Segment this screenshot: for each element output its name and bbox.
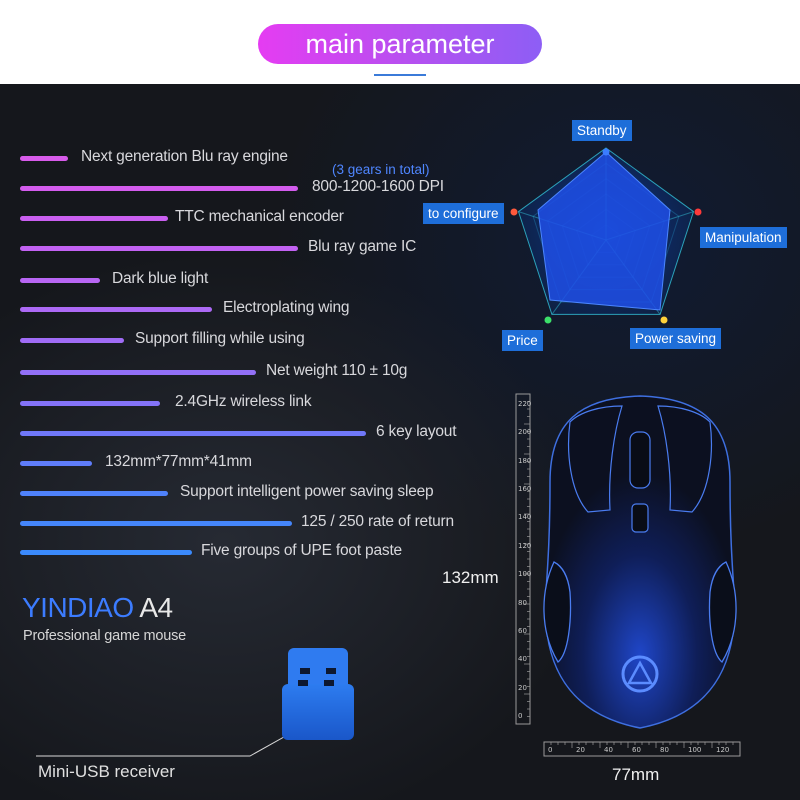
feature-bar	[20, 307, 212, 312]
radar-label-configure: to configure	[423, 203, 504, 224]
feature-bar	[20, 401, 160, 406]
ruler-tick-label: 200	[518, 428, 532, 437]
logo-triangle	[626, 660, 654, 685]
feature-bar	[20, 491, 168, 496]
feature-bar	[20, 521, 292, 526]
feature-label: Support intelligent power saving sleep	[180, 483, 434, 500]
receiver-label: Mini-USB receiver	[38, 762, 175, 781]
radar-dot-top	[602, 148, 610, 156]
feature-bar	[20, 431, 366, 436]
feature-label: Five groups of UPE foot paste	[201, 542, 402, 559]
mouse-right-wing	[708, 561, 737, 663]
feature-label: 800-1200-1600 DPI	[312, 178, 444, 195]
feature-bar	[20, 156, 68, 161]
feature-bar	[20, 246, 298, 251]
radar-fill	[537, 151, 671, 311]
ruler-tick-label: 160	[518, 485, 532, 494]
radar-label-price: Price	[502, 330, 543, 351]
mouse-left-wing	[543, 561, 572, 663]
radar-label-standby: Standby	[572, 120, 632, 141]
logo-ring	[621, 655, 659, 693]
feature-label: 2.4GHz wireless link	[175, 393, 312, 410]
radar-dot-left	[510, 208, 518, 216]
title-underline	[374, 74, 426, 76]
ruler-tick-label: 0	[518, 712, 523, 720]
brand-subtitle: Professional game mouse	[23, 628, 187, 644]
brand-model: A4	[139, 592, 173, 623]
feature-label: TTC mechanical encoder	[175, 208, 344, 225]
feature-bar	[20, 338, 124, 343]
feature-label: Electroplating wing	[223, 299, 350, 316]
feature-bar	[20, 461, 92, 466]
ruler-tick-label: 140	[518, 513, 532, 522]
ruler-tick-label: 40	[518, 655, 527, 664]
usb-receiver-icon	[282, 648, 354, 740]
mouse-illustration	[515, 393, 741, 757]
feature-bar	[20, 216, 168, 221]
feature-label: 6 key layout	[376, 423, 457, 440]
ruler-tick-label: 80	[660, 746, 669, 754]
mouse-body	[544, 395, 736, 729]
radar-chart	[510, 147, 702, 324]
feature-label: 132mm*77mm*41mm	[105, 453, 252, 470]
ruler-tick-label: 60	[632, 746, 641, 754]
ruler-tick-label: 100	[518, 570, 532, 579]
feature-bar	[20, 278, 100, 283]
ruler-tick-label: 40	[604, 746, 613, 754]
feature-label: Dark blue light	[112, 270, 209, 287]
feature-label: 125 / 250 rate of return	[301, 513, 454, 530]
radar-label-manipulation: Manipulation	[700, 227, 787, 248]
feature-label: Net weight 110 ± 10g	[266, 362, 408, 379]
brand-title: YINDIAO A4	[22, 592, 173, 624]
ruler-tick-label: 180	[518, 456, 532, 465]
feature-label: Next generation Blu ray engine	[81, 148, 288, 165]
width-dimension: 77mm	[612, 765, 660, 784]
dpi-button	[631, 503, 649, 533]
radar-dot-right	[694, 208, 702, 216]
feature-bar	[20, 370, 256, 375]
feature-bar	[20, 550, 192, 555]
radar-label-power-saving: Power saving	[630, 328, 722, 349]
scroll-wheel	[629, 431, 651, 489]
dpi-gears-note: (3 gears in total)	[332, 162, 430, 177]
feature-label: Support filling while using	[135, 330, 305, 347]
ruler-horizontal-ticks	[543, 742, 741, 748]
mouse-left-button	[568, 405, 623, 513]
ruler-tick-label: 60	[518, 626, 527, 635]
mouse-right-button	[657, 405, 712, 513]
brand-name: YINDIAO	[22, 592, 134, 623]
feature-label: Blu ray game IC	[308, 238, 417, 255]
radar-dot-bottom-left	[544, 316, 552, 324]
ruler-tick-label: 100	[688, 746, 702, 754]
ruler-tick-label: 120	[518, 541, 532, 550]
height-dimension: 132mm	[442, 568, 499, 587]
ruler-tick-label: 120	[716, 746, 730, 754]
ruler-tick-label: 20	[518, 683, 527, 692]
page-header: main parameter	[0, 0, 800, 84]
radar-dot-bottom-right	[660, 316, 668, 324]
feature-bar	[20, 186, 298, 191]
ruler-vertical-ticks	[524, 393, 530, 725]
ruler-tick-label: 80	[518, 598, 527, 607]
ruler-tick-label: 220	[518, 400, 532, 408]
section-title: main parameter	[258, 24, 542, 64]
ruler-tick-label: 0	[548, 746, 553, 754]
ruler-tick-label: 20	[576, 746, 585, 754]
